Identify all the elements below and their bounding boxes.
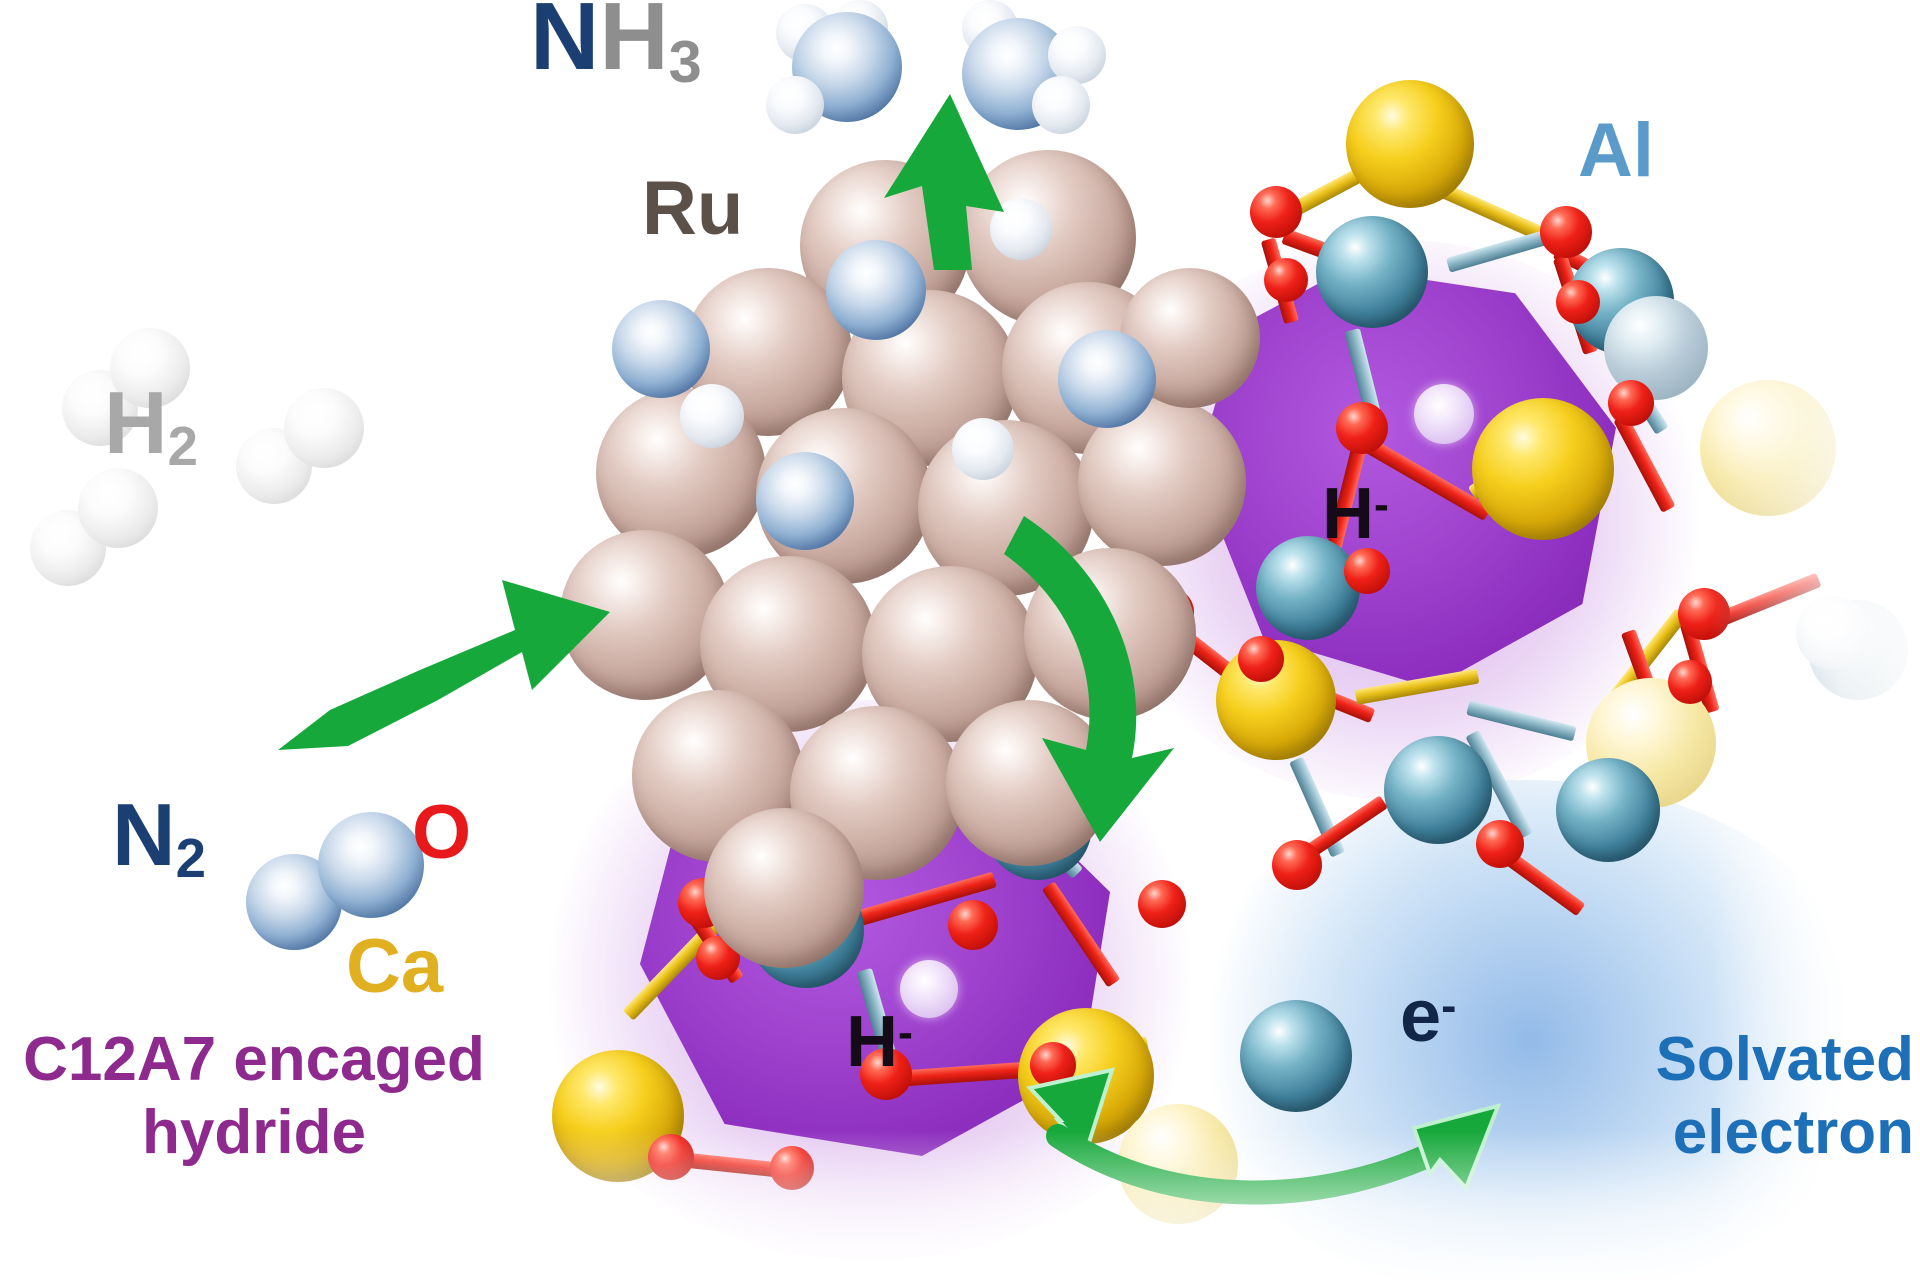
ruthenium-atom: [704, 808, 864, 968]
oxygen-atom: [1678, 588, 1730, 640]
aluminium-atom: [1384, 736, 1492, 844]
oxygen-atom: [1556, 280, 1600, 324]
oxygen-atom: [1344, 548, 1390, 594]
label-solvated-electron: Solvated electron: [1394, 1025, 1914, 1168]
calcium-atom: [1472, 398, 1614, 540]
oxygen-atom: [770, 1146, 814, 1190]
label-h2-subscript: 2: [167, 416, 198, 477]
label-c12a7-encaged-hydride: C12A7 encaged hydride: [4, 1025, 504, 1168]
adsorbed-hydrogen-atom: [952, 418, 1014, 480]
oxygen-atom: [1138, 880, 1186, 928]
ammonia-release-arrow: [876, 90, 1036, 270]
label-nh3-subscript: 3: [668, 28, 702, 96]
ammonia-hydrogen-atom: [1032, 76, 1090, 134]
oxygen-atom: [1608, 380, 1654, 426]
feed-gas-arrow: [270, 560, 620, 760]
label-nh3-n: N: [530, 0, 600, 90]
label-nh3: NH3: [530, 0, 702, 93]
hydrogen-molecule-atom: [284, 388, 364, 468]
hydrogen-molecule-atom: [78, 468, 158, 548]
bond-al-al: [1466, 700, 1577, 742]
label-n2: N2: [112, 790, 206, 887]
adsorbed-nitrogen-atom: [612, 300, 710, 398]
oxygen-atom: [1238, 636, 1284, 682]
label-hydride-lower-superscript: -: [898, 1008, 913, 1058]
adsorbed-nitrogen-atom: [826, 240, 926, 340]
label-o: O: [412, 790, 472, 875]
label-hydride-upper: H-: [1322, 477, 1389, 551]
label-ca: Ca: [346, 924, 444, 1009]
oxygen-atom: [648, 1134, 694, 1180]
label-solvated-line2: electron: [1672, 1098, 1914, 1168]
label-c12a7-line2: hydride: [142, 1098, 366, 1168]
ammonia-hydrogen-atom: [766, 76, 824, 134]
label-hydride-lower: H-: [846, 1005, 913, 1079]
framework-hydrogen: [1796, 596, 1870, 670]
label-electron-superscript: -: [1441, 979, 1457, 1032]
label-ru: Ru: [642, 166, 744, 251]
calcium-atom-faded: [1700, 380, 1836, 516]
aluminium-atom: [1256, 536, 1360, 640]
oxygen-atom: [1264, 258, 1308, 302]
oxygen-atom: [1476, 820, 1524, 868]
nitrogen-molecule-atom: [318, 812, 424, 918]
label-h2-main: H: [104, 373, 168, 472]
calcium-atom: [1346, 80, 1474, 208]
ammonia-hydrogen-atom: [1048, 26, 1106, 84]
oxygen-atom: [1540, 206, 1592, 258]
oxygen-atom: [860, 1048, 912, 1100]
label-al: Al: [1578, 108, 1654, 193]
label-hydride-upper-main: H: [1322, 474, 1374, 554]
hydride-transfer-arrow: [960, 510, 1220, 850]
adsorbed-nitrogen-atom: [1058, 330, 1156, 428]
oxygen-atom: [1336, 402, 1388, 454]
label-solvated-line1: Solvated: [1655, 1025, 1914, 1094]
bond-o-al: [1613, 413, 1676, 513]
adsorbed-nitrogen-atom: [756, 452, 854, 550]
aluminium-atom: [1240, 1000, 1352, 1112]
label-h2: H2: [104, 378, 198, 475]
hydrogen-molecule-atom: [110, 328, 190, 408]
oxygen-atom: [1668, 660, 1712, 704]
aluminium-atom: [1316, 216, 1428, 328]
label-n2-subscript: 2: [175, 828, 206, 889]
label-electron: e-: [1400, 978, 1456, 1053]
label-hydride-lower-main: H: [846, 1002, 898, 1082]
oxygen-atom: [1272, 840, 1322, 890]
label-n2-main: N: [112, 785, 176, 884]
label-c12a7-line1: C12A7 encaged: [23, 1025, 485, 1094]
label-electron-main: e: [1400, 974, 1442, 1057]
aluminium-atom: [1556, 758, 1660, 862]
label-hydride-upper-superscript: -: [1374, 480, 1389, 530]
oxygen-atom: [1250, 186, 1302, 238]
label-nh3-h: H: [599, 0, 669, 90]
encaged-hydride-sphere: [1414, 384, 1474, 444]
encaged-hydride-sphere: [900, 960, 958, 1018]
adsorbed-hydrogen-atom: [680, 384, 744, 448]
oxygen-atom: [948, 900, 998, 950]
